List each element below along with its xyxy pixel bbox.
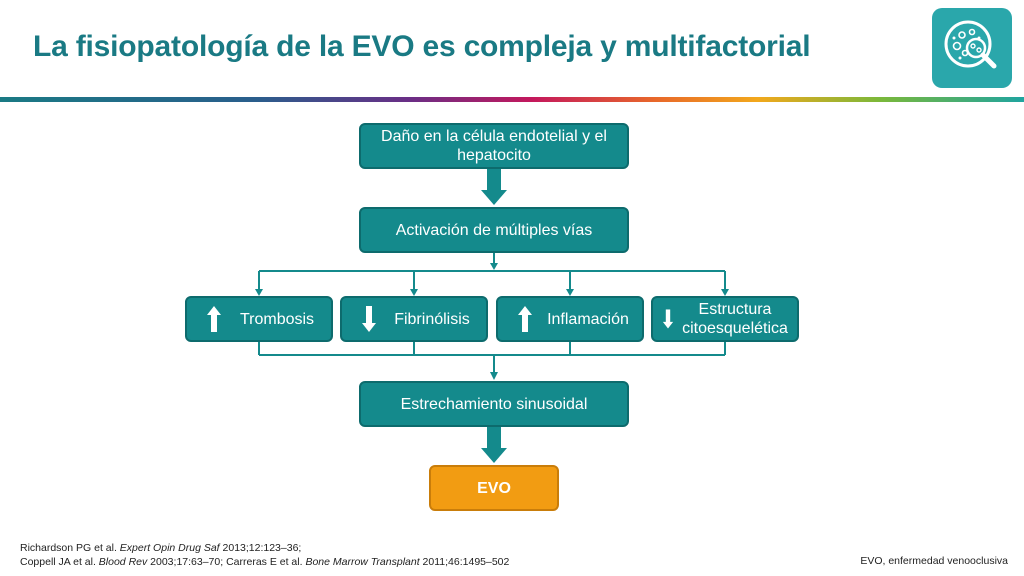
- damage-box: Daño en la célula endotelial y el hepato…: [359, 123, 629, 169]
- arrow-up-icon: [207, 306, 221, 332]
- page-title: La fisiopatología de la EVO es compleja …: [33, 30, 811, 63]
- ref-journal: Blood Rev: [98, 556, 148, 568]
- ref-citation: 2011;46:1495–502: [419, 556, 510, 568]
- abbreviation-note: EVO, enfermedad venooclusiva: [860, 555, 1008, 567]
- pathway-label: Estructura citoesquelética: [682, 301, 788, 337]
- ref-journal: Bone Marrow Transplant: [305, 556, 420, 568]
- reference-line-1: Richardson PG et al. Expert Opin Drug Sa…: [20, 541, 509, 555]
- pathway-inflammation-box: Inflamación: [496, 296, 644, 342]
- pathway-cytoskeleton-box: Estructura citoesquelética: [651, 296, 799, 342]
- damage-label: Daño en la célula endotelial y el hepato…: [381, 128, 607, 164]
- references: Richardson PG et al. Expert Opin Drug Sa…: [20, 541, 509, 569]
- ref-citation: 2013;12:123–36;: [219, 542, 302, 554]
- outcome-label: EVO: [477, 479, 511, 497]
- ref-authors: Coppell JA et al.: [20, 556, 99, 568]
- microscope-cells-icon: [932, 8, 1012, 88]
- pathway-label: Inflamación: [547, 310, 629, 328]
- outcome-box: EVO: [429, 465, 559, 511]
- pathway-label: Fibrinólisis: [394, 310, 470, 328]
- arrow-big-1: [481, 169, 507, 205]
- arrow-up-icon: [518, 306, 532, 332]
- narrowing-label: Estrechamiento sinusoidal: [400, 395, 588, 413]
- ref-journal: Expert Opin Drug Saf: [119, 542, 220, 554]
- pathway-fibrinolysis-box: Fibrinólisis: [340, 296, 488, 342]
- ref-citation: 2003;17:63–70; Carreras E et al.: [147, 556, 306, 568]
- reference-line-2: Coppell JA et al. Blood Rev 2003;17:63–7…: [20, 555, 509, 569]
- arrow-down-icon: [362, 306, 376, 332]
- ref-authors: Richardson PG et al.: [20, 542, 120, 554]
- arrow-down-icon: [662, 309, 674, 329]
- pathway-label: Trombosis: [239, 310, 315, 328]
- activation-label: Activación de múltiples vías: [395, 221, 593, 239]
- arrow-big-2: [481, 427, 507, 463]
- activation-box: Activación de múltiples vías: [359, 207, 629, 253]
- header-gradient-rule: [0, 97, 1024, 102]
- pathway-thrombosis-box: Trombosis: [185, 296, 333, 342]
- narrowing-box: Estrechamiento sinusoidal: [359, 381, 629, 427]
